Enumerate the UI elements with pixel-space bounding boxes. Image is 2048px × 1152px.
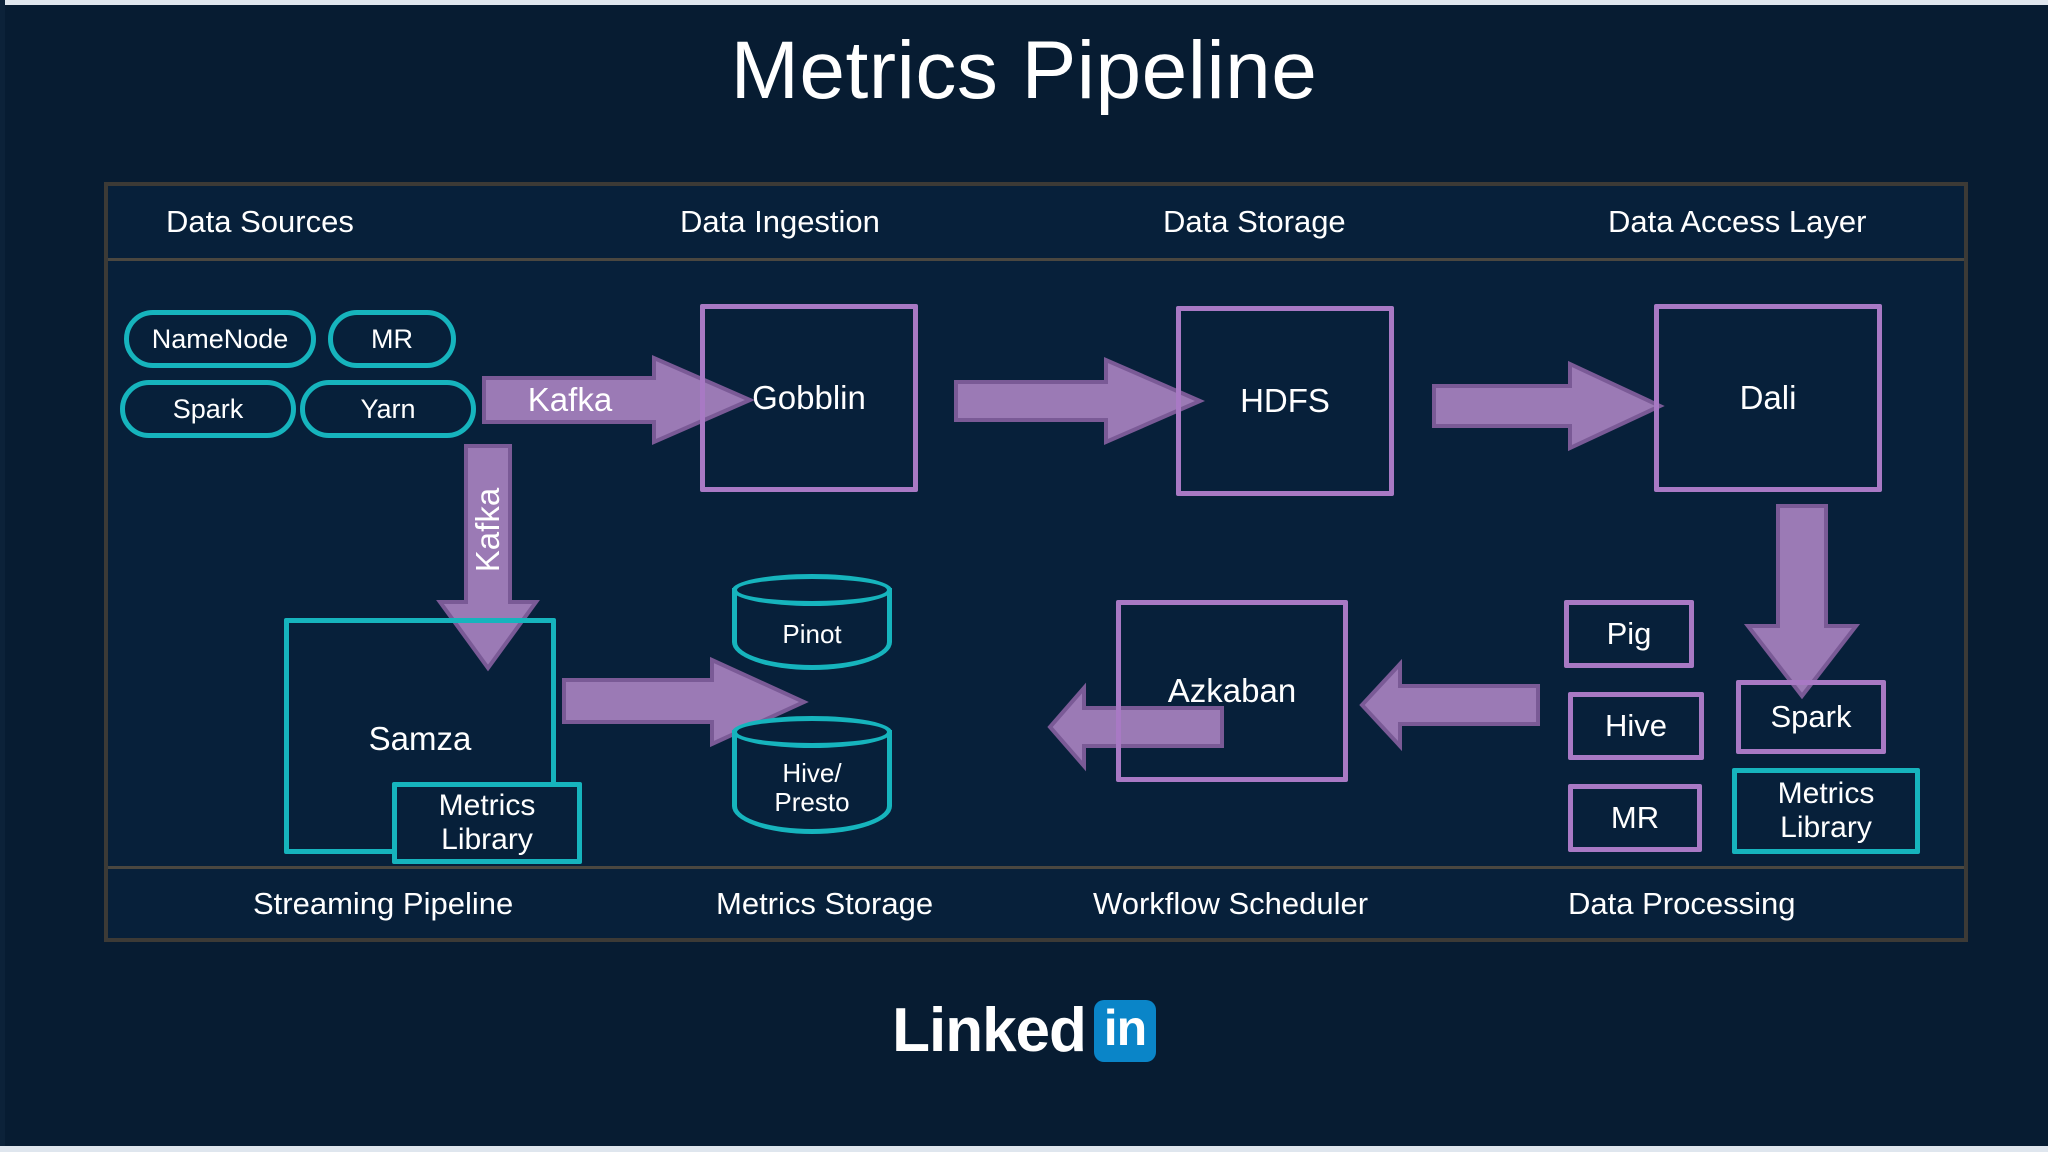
node-hdfs[interactable]: HDFS (1176, 306, 1394, 496)
node-mr-source[interactable]: MR (328, 310, 456, 368)
node-pig[interactable]: Pig (1564, 600, 1694, 668)
column-footer-streaming-pipeline: Streaming Pipeline (253, 885, 514, 921)
column-header-data-ingestion: Data Ingestion (680, 204, 880, 239)
node-namenode[interactable]: NameNode (124, 310, 316, 368)
arrow-kafka-horizontal: Kafka (482, 354, 755, 446)
pinot-cylinder-body (732, 588, 892, 670)
node-metrics-library-processing-label: Metrics Library (1777, 777, 1875, 844)
linkedin-logo: Linked in (0, 995, 2048, 1066)
linkedin-badge-label: in (1103, 999, 1147, 1056)
arrow-gobblin-to-hdfs (954, 354, 1206, 448)
node-hive-presto-label: Hive/ Presto (774, 757, 850, 817)
column-footer-metrics-storage: Metrics Storage (716, 885, 934, 921)
node-spark-source-label: Spark (172, 393, 244, 424)
diagram-body: NameNode MR Spark Yarn Kafka Kafka Gobbl (104, 182, 1968, 942)
node-spark-processing-label: Spark (1770, 698, 1852, 734)
column-header-row: Data Sources Data Ingestion Data Storage… (108, 186, 1964, 261)
column-header-data-sources: Data Sources (166, 204, 354, 239)
node-mr-processing-label: MR (1610, 799, 1660, 835)
linkedin-badge-icon: in (1093, 999, 1156, 1062)
node-metrics-library-streaming-label: Metrics Library (438, 789, 536, 856)
node-hdfs-label: HDFS (1240, 381, 1330, 419)
column-footer-data-processing: Data Processing (1568, 885, 1796, 921)
slide-top-edge (0, 0, 2048, 5)
arrow-kafka-vertical: Kafka (434, 444, 542, 672)
node-gobblin-label: Gobblin (752, 378, 866, 416)
node-samza-label: Samza (368, 720, 472, 757)
node-spark-processing[interactable]: Spark (1736, 680, 1886, 754)
node-spark-source[interactable]: Spark (120, 380, 296, 438)
node-dali[interactable]: Dali (1654, 304, 1882, 492)
node-metrics-library-processing[interactable]: Metrics Library (1732, 768, 1920, 854)
node-azkaban[interactable]: Azkaban (1116, 600, 1348, 782)
arrow-kafka-horizontal-label: Kafka (527, 381, 613, 418)
hive-presto-cylinder-top (732, 716, 892, 748)
node-mr-source-label: MR (371, 323, 413, 354)
arrow-hdfs-to-dali (1432, 360, 1665, 452)
node-azkaban-label: Azkaban (1167, 671, 1297, 709)
arrow-dali-to-spark (1743, 504, 1864, 700)
arrow-kafka-vertical-label: Kafka (469, 487, 506, 573)
node-pinot-label: Pinot (782, 619, 842, 650)
node-yarn[interactable]: Yarn (300, 380, 476, 438)
node-mr-processing[interactable]: MR (1568, 784, 1702, 852)
column-header-data-storage: Data Storage (1163, 204, 1346, 239)
arrow-azkaban-to-storage (1047, 682, 1224, 772)
hive-presto-cylinder-body (732, 730, 892, 834)
node-metrics-library-streaming[interactable]: Metrics Library (392, 782, 582, 864)
column-footer-workflow-scheduler: Workflow Scheduler (1093, 885, 1369, 921)
node-pig-label: Pig (1606, 615, 1652, 651)
slide-left-edge (0, 0, 5, 1152)
node-pinot[interactable]: Pinot (732, 574, 892, 670)
arrow-processing-to-azkaban (1359, 658, 1540, 752)
column-footer-row: Streaming Pipeline Metrics Storage Workf… (108, 866, 1964, 938)
slide-bottom-edge (0, 1146, 2048, 1152)
node-hive-label: Hive (1604, 707, 1667, 743)
node-namenode-label: NameNode (151, 323, 289, 354)
node-hive-presto[interactable]: Hive/ Presto (732, 716, 892, 834)
node-dali-label: Dali (1739, 378, 1797, 416)
node-hive[interactable]: Hive (1568, 692, 1704, 760)
node-gobblin[interactable]: Gobblin (700, 304, 918, 492)
linkedin-wordmark: Linked (892, 996, 1087, 1065)
pinot-cylinder-top (732, 574, 892, 606)
node-yarn-label: Yarn (360, 393, 416, 424)
page-title: Metrics Pipeline (730, 25, 1318, 116)
column-header-data-access-layer: Data Access Layer (1608, 204, 1867, 239)
